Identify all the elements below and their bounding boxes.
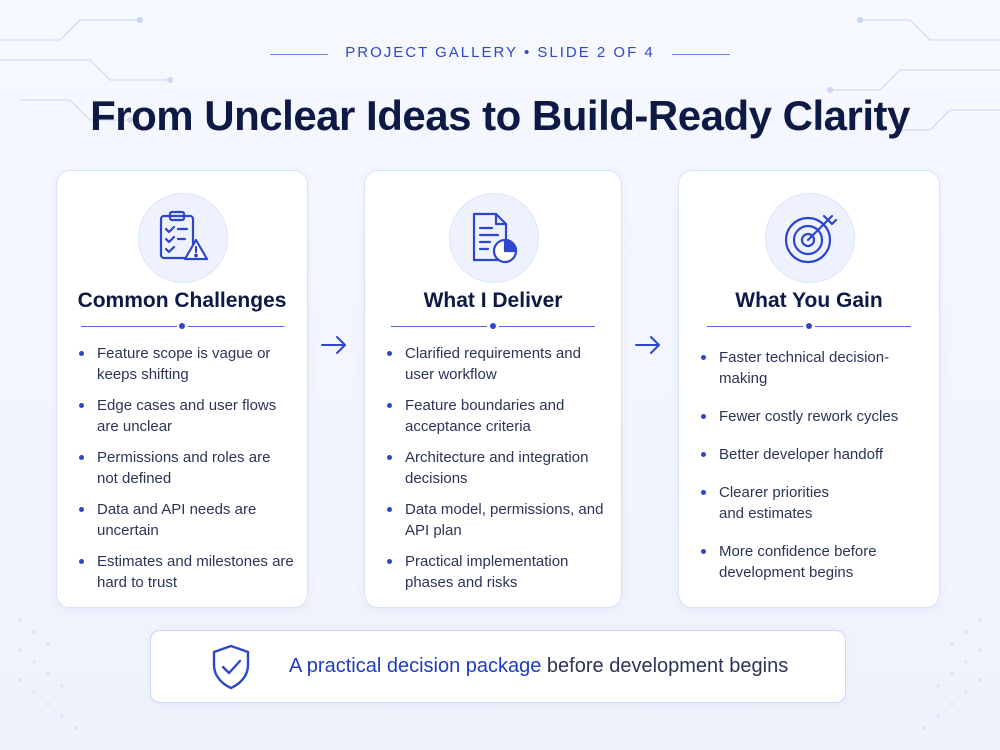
list-item: Faster technical decision-making <box>697 347 927 389</box>
banner-rest: before development begins <box>541 655 789 677</box>
icon-badge <box>765 193 855 283</box>
divider-dot <box>806 323 812 329</box>
list-item: Estimates and milestones are hard to tru… <box>75 551 295 593</box>
divider-left <box>707 326 803 327</box>
eyebrow-label: PROJECT GALLERY • SLIDE 2 OF 4 <box>345 44 655 61</box>
list-item: Fewer costly rework cycles <box>697 406 927 427</box>
arrow-right-icon <box>635 336 660 354</box>
divider-left <box>81 326 177 327</box>
bullet-list: Faster technical decision-making Fewer c… <box>697 347 927 583</box>
divider-dot <box>490 323 496 329</box>
checklist-warning-icon <box>159 210 209 261</box>
card-common-challenges: Common Challenges Feature scope is vague… <box>56 170 308 608</box>
list-item: Data model, permissions, and API plan <box>383 499 609 541</box>
eyebrow-line-left <box>270 54 328 55</box>
icon-badge <box>449 193 539 283</box>
card-title: What I Deliver <box>423 289 563 312</box>
page-title: From Unclear Ideas to Build-Ready Clarit… <box>90 92 910 139</box>
list-item: Data and API needs are uncertain <box>75 499 295 541</box>
target-arrow-icon <box>784 214 838 264</box>
bullet-list: Feature scope is vague or keeps shifting… <box>75 343 295 593</box>
banner-highlight: A practical decision package <box>289 655 542 677</box>
list-item: Permissions and roles are not defined <box>75 447 295 489</box>
list-item: Feature boundaries and acceptance criter… <box>383 395 609 437</box>
divider-dot <box>179 323 185 329</box>
divider-right <box>815 326 911 327</box>
list-item: Better developer handoff <box>697 444 927 465</box>
list-item: Clarified requirements and user workflow <box>383 343 609 385</box>
divider-left <box>391 326 487 327</box>
card-title: Common Challenges <box>77 289 287 312</box>
summary-banner: A practical decision package before deve… <box>150 630 846 703</box>
icon-badge <box>138 193 228 283</box>
document-chart-icon <box>472 212 518 264</box>
list-item: Edge cases and user flows are unclear <box>75 395 295 437</box>
list-item: Architecture and integration decisions <box>383 447 609 489</box>
arrow-right-icon <box>321 336 346 354</box>
card-what-you-gain: What You Gain Faster technical decision-… <box>678 170 940 608</box>
card-what-i-deliver: What I Deliver Clarified requirements an… <box>364 170 622 608</box>
list-item: Feature scope is vague or keeps shifting <box>75 343 295 385</box>
list-item: Practical implementation phases and risk… <box>383 551 609 593</box>
card-title: What You Gain <box>735 289 883 312</box>
banner-text: A practical decision package before deve… <box>289 655 788 678</box>
bullet-list: Clarified requirements and user workflow… <box>383 343 609 593</box>
shield-check-icon <box>212 644 250 690</box>
list-item: Clearer priorities and estimates <box>697 482 927 524</box>
eyebrow-line-right <box>672 54 730 55</box>
list-item: More confidence before development begin… <box>697 541 927 583</box>
divider-right <box>499 326 595 327</box>
divider-right <box>188 326 284 327</box>
